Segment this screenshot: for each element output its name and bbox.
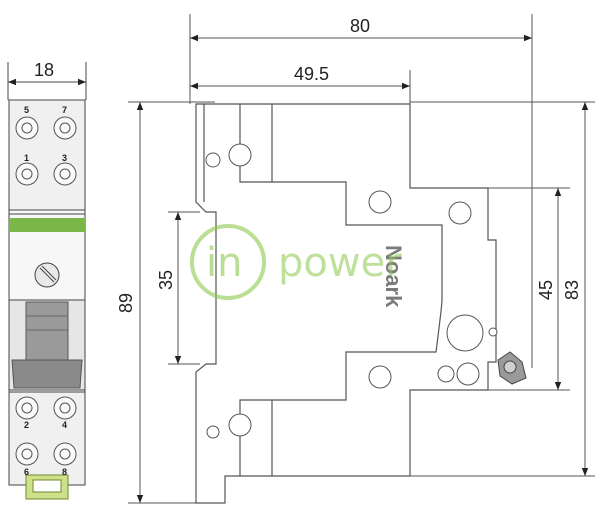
- terminal-screw-icon[interactable]: [53, 442, 77, 466]
- terminal-label-1: 1: [24, 153, 29, 163]
- dim-label-83: 83: [562, 280, 582, 300]
- top-terminal-block: [8, 99, 86, 211]
- dim-label-45: 45: [536, 280, 556, 300]
- terminal-label-8: 8: [62, 467, 67, 477]
- dim-label-80: 80: [350, 16, 370, 36]
- terminal-screws: [15, 116, 77, 466]
- terminal-screw-icon[interactable]: [15, 162, 39, 186]
- toggle-lever[interactable]: [25, 301, 69, 361]
- watermark: in power: [190, 224, 402, 300]
- front-view: [7, 62, 87, 500]
- terminal-label-7: 7: [62, 105, 67, 115]
- watermark-text: power: [278, 240, 402, 286]
- terminal-screw-icon[interactable]: [53, 162, 77, 186]
- toggle-base: [11, 359, 83, 389]
- terminal-screw-icon[interactable]: [15, 116, 39, 140]
- watermark-logo: in: [206, 240, 242, 286]
- terminal-label-2: 2: [24, 420, 29, 430]
- green-band: [9, 218, 85, 232]
- terminal-screw-icon[interactable]: [15, 396, 39, 420]
- dim-label-18: 18: [34, 60, 54, 80]
- side-view: [128, 14, 595, 504]
- terminal-label-4: 4: [62, 420, 67, 430]
- latch-knob[interactable]: [497, 351, 527, 385]
- dim-label-35: 35: [156, 270, 176, 290]
- terminal-label-6: 6: [24, 467, 29, 477]
- side-body: [195, 103, 497, 504]
- terminal-label-3: 3: [62, 153, 67, 163]
- watermark-ring-icon: [190, 224, 266, 300]
- dim-label-89: 89: [116, 293, 136, 313]
- terminal-label-5: 5: [24, 105, 29, 115]
- brand-label: Noark: [381, 245, 406, 308]
- terminal-screw-icon[interactable]: [53, 116, 77, 140]
- dim-label-49-5: 49.5: [294, 64, 329, 84]
- terminal-screw-icon[interactable]: [53, 396, 77, 420]
- side-holes: [205, 143, 498, 439]
- terminal-screw-icon[interactable]: [15, 442, 39, 466]
